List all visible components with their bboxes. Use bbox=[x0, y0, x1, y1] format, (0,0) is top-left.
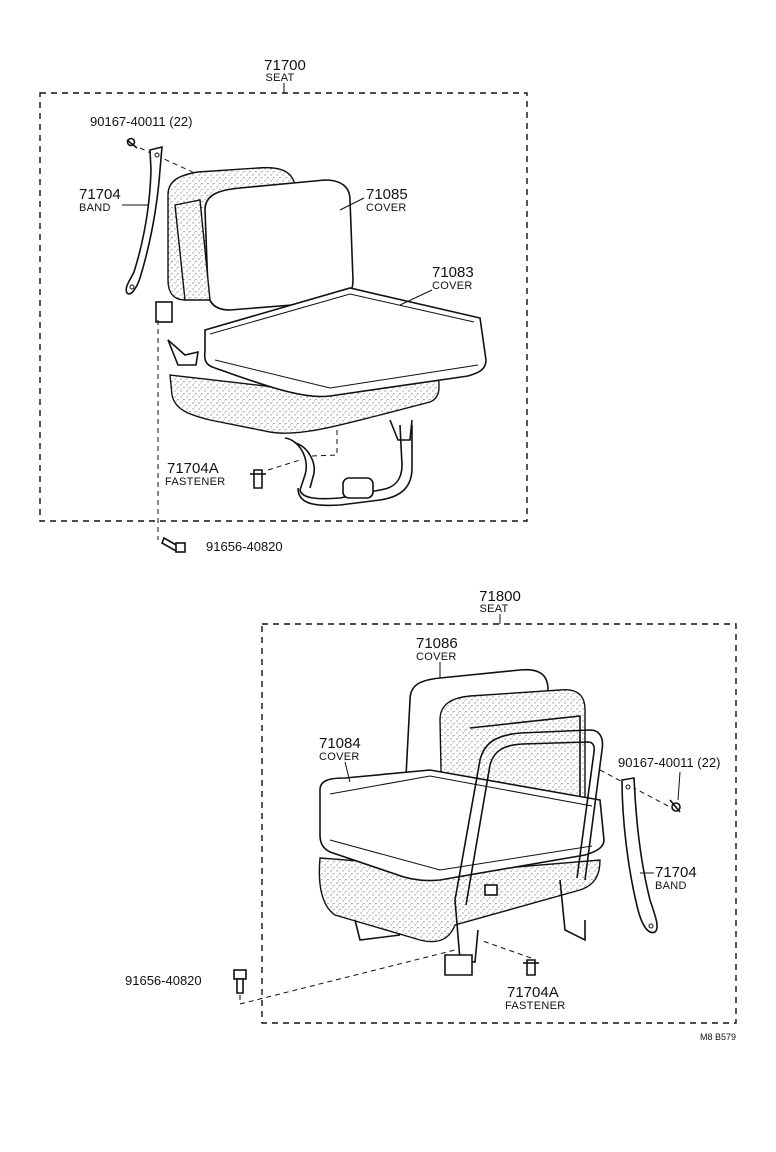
callout-cushion-cover-number-71700: 71083 bbox=[432, 264, 474, 281]
back-cover-leader bbox=[339, 197, 365, 211]
seat-71800-boundary bbox=[261, 623, 737, 1024]
seat-71700-boundary bbox=[39, 92, 528, 522]
fastener-leader bbox=[267, 459, 301, 471]
band-strap-icon bbox=[125, 145, 163, 295]
seat-cushion-71800 bbox=[318, 769, 605, 943]
callout-bolt-top-71700: 90167-40011 (22) bbox=[90, 114, 192, 129]
seat-71800-number: 71800 bbox=[479, 588, 521, 605]
callout-band-name-71700: BAND bbox=[79, 202, 111, 214]
callout-bolt-bottom-71700: 91656-40820 bbox=[206, 539, 283, 554]
bolt-bottom-icon-71800 bbox=[233, 969, 247, 994]
callout-band-number-71700: 71704 bbox=[79, 186, 121, 203]
bolt-icon bbox=[126, 137, 138, 149]
cushion-cover-leader-71800 bbox=[344, 761, 351, 783]
callout-cushion-cover-name-71700: COVER bbox=[432, 280, 473, 292]
seat-71700-name: SEAT bbox=[265, 72, 294, 84]
bolt-bottom-leader-71800 bbox=[239, 949, 456, 1005]
seat-cushion-71700 bbox=[169, 287, 487, 434]
seat-71800-name: SEAT bbox=[479, 603, 508, 615]
bolt-icon-71800 bbox=[669, 799, 681, 813]
callout-back-cover-name-71700: COVER bbox=[366, 202, 407, 214]
callout-fastener-name-71800: FASTENER bbox=[505, 1000, 565, 1012]
callout-band-number-71800: 71704 bbox=[655, 864, 697, 881]
callout-back-cover-name-71800: COVER bbox=[416, 651, 457, 663]
drawing-code: M8 B579 bbox=[700, 1032, 736, 1042]
seat-frame-71700 bbox=[155, 301, 413, 507]
callout-back-cover-number-71700: 71085 bbox=[366, 186, 408, 203]
callout-back-cover-number-71800: 71086 bbox=[416, 635, 458, 652]
seat-71700-number: 71700 bbox=[264, 57, 306, 74]
fastener-icon-71800 bbox=[523, 959, 539, 976]
seat-frame-71800 bbox=[354, 729, 604, 976]
callout-fastener-number-71700: 71704A bbox=[167, 460, 219, 477]
callout-band-name-71800: BAND bbox=[655, 880, 687, 892]
bolt-bottom-icon bbox=[160, 536, 186, 553]
band-strap-icon-71800 bbox=[621, 777, 658, 934]
seat-71700-group: 71700 SEAT 90167-40011 (22) 71704 BAND 7… bbox=[39, 57, 528, 554]
callout-bolt-top-71800: 90167-40011 (22) bbox=[618, 755, 720, 770]
seat-back-71700 bbox=[167, 166, 354, 311]
callout-cushion-cover-number-71800: 71084 bbox=[319, 735, 361, 752]
callout-fastener-name-71700: FASTENER bbox=[165, 476, 225, 488]
fastener-leader-71800 bbox=[479, 939, 532, 959]
callout-bolt-bottom-71800: 91656-40820 bbox=[125, 973, 202, 988]
bolt-top-leader-71800 bbox=[677, 771, 681, 801]
cushion-cover-leader bbox=[399, 289, 433, 306]
seat-71800-group: 71800 SEAT 71086 COVER 71084 COVER bbox=[125, 588, 737, 1024]
fastener-icon bbox=[250, 469, 266, 489]
callout-cushion-cover-name-71800: COVER bbox=[319, 751, 360, 763]
callout-fastener-number-71800: 71704A bbox=[507, 984, 559, 1001]
